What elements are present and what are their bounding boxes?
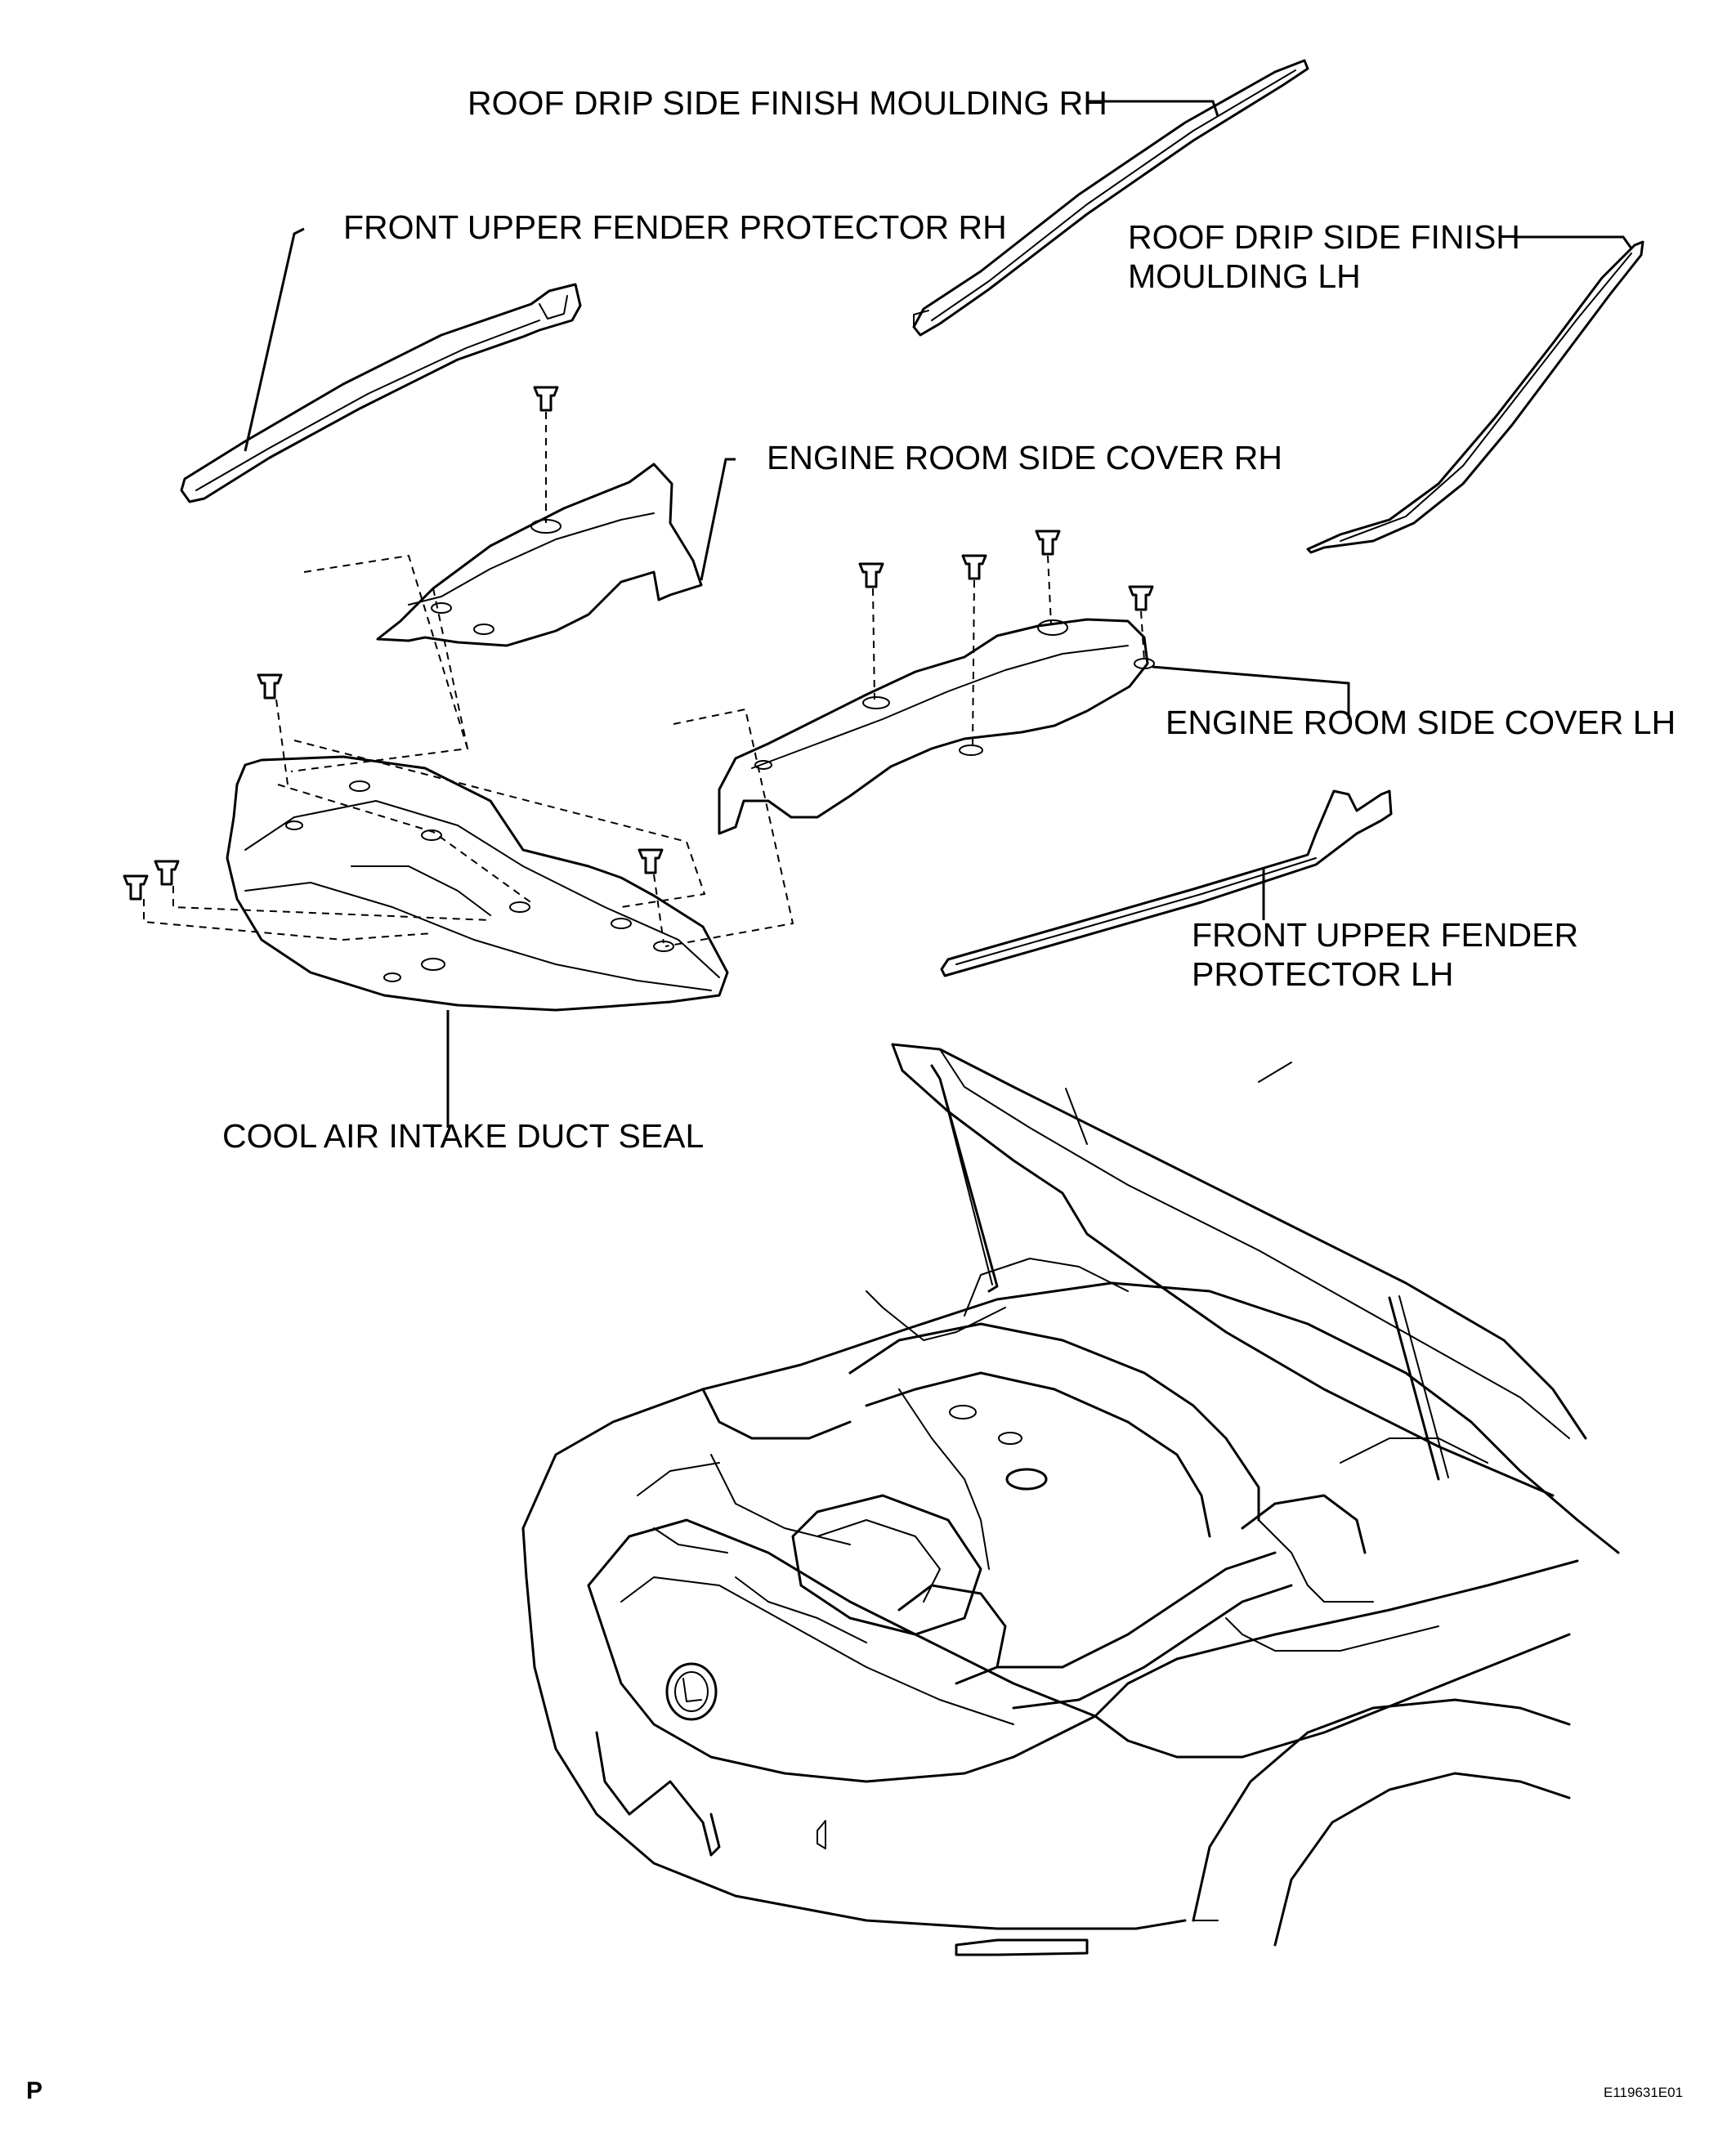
engine-room-side-cover-lh: [718, 618, 1155, 835]
label-roof-drip-moulding-lh-line1: ROOF DRIP SIDE FINISH: [1128, 218, 1520, 256]
page-marker: P: [26, 2077, 43, 2104]
clip: [257, 673, 283, 700]
callout-labels: ROOF DRIP SIDE FINISH MOULDING RH ROOF D…: [222, 84, 1676, 1155]
roof-drip-moulding-lh: [1306, 240, 1644, 554]
clip: [533, 386, 559, 412]
label-front-upper-fender-protector-lh-line1: FRONT UPPER FENDER: [1192, 916, 1578, 954]
label-engine-room-side-cover-rh: ENGINE ROOM SIDE COVER RH: [767, 439, 1282, 476]
label-front-upper-fender-protector-rh: FRONT UPPER FENDER PROTECTOR RH: [343, 208, 1007, 246]
roof-drip-moulding-rh: [912, 59, 1309, 337]
clip: [638, 848, 664, 874]
label-front-upper-fender-protector-lh-line2: PROTECTOR LH: [1192, 955, 1453, 993]
clip-fasteners: [123, 386, 1154, 901]
label-cool-air-intake-duct-seal: COOL AIR INTAKE DUCT SEAL: [222, 1117, 704, 1155]
installation-dashed-lines: [143, 412, 1145, 947]
clip: [123, 874, 149, 901]
clip: [1128, 585, 1154, 611]
clip: [858, 562, 884, 588]
label-roof-drip-moulding-rh: ROOF DRIP SIDE FINISH MOULDING RH: [468, 84, 1107, 122]
label-roof-drip-moulding-lh-line2: MOULDING LH: [1128, 257, 1361, 295]
front-upper-fender-protector-lh: [940, 789, 1393, 977]
engine-room-side-cover-rh: [376, 463, 703, 647]
clip: [154, 860, 180, 886]
label-engine-room-side-cover-lh: ENGINE ROOM SIDE COVER LH: [1166, 704, 1676, 741]
front-upper-fender-protector-rh: [180, 283, 582, 503]
cool-air-intake-duct-seal: [226, 755, 729, 1012]
figure-footer: P E119631E01: [26, 2077, 1683, 2104]
vehicle-front-illustration: [521, 1043, 1620, 1956]
figure-code: E119631E01: [1604, 2085, 1683, 2100]
clip: [1035, 530, 1061, 556]
leader-lines: [244, 100, 1633, 1128]
clip: [961, 554, 987, 580]
